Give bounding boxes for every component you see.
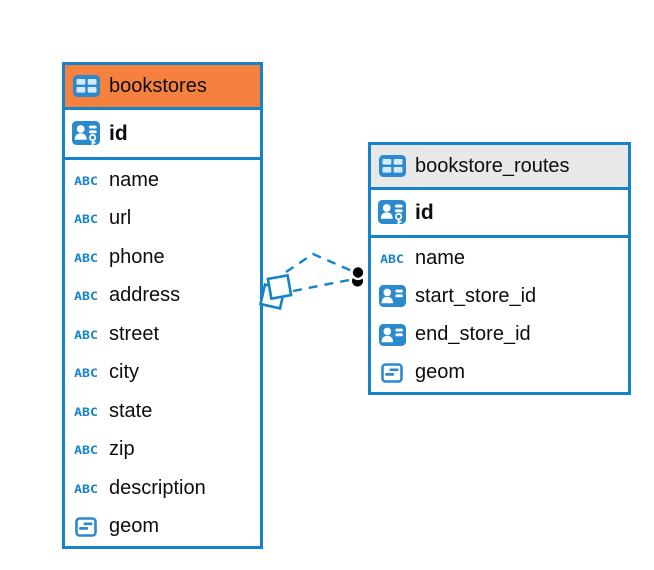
text-type-icon: ABC: [74, 288, 98, 303]
table-row[interactable]: start_store_id: [371, 277, 628, 315]
column-name: street: [109, 322, 160, 345]
table-row[interactable]: geom: [371, 354, 628, 392]
table-row[interactable]: ABC zip: [65, 431, 260, 470]
text-type-icon: ABC: [74, 481, 98, 496]
reference-type-icon: [378, 323, 406, 346]
primary-key-row[interactable]: id: [371, 190, 628, 238]
primary-key-name: id: [109, 121, 128, 145]
column-name: geom: [415, 361, 466, 384]
relationship-line-lower[interactable]: [292, 278, 350, 293]
primary-key-name: id: [415, 200, 434, 224]
table-row[interactable]: ABC street: [65, 315, 260, 354]
column-name: start_store_id: [415, 284, 537, 307]
text-type-icon: ABC: [74, 250, 98, 265]
table-row[interactable]: ABC description: [65, 469, 260, 508]
table-title: bookstore_routes: [415, 154, 570, 177]
text-type-icon: ABC: [380, 251, 404, 266]
table-row[interactable]: ABC state: [65, 392, 260, 431]
primary-key-row[interactable]: id: [65, 110, 260, 160]
column-name: url: [109, 207, 132, 230]
column-name: state: [109, 399, 153, 422]
table-row[interactable]: ABC name: [371, 239, 628, 277]
table-icon: [378, 155, 406, 177]
text-type-icon: ABC: [74, 442, 98, 457]
column-name: name: [109, 168, 160, 191]
table-bookstores[interactable]: bookstores id ABC name: [62, 62, 263, 549]
table-row[interactable]: ABC city: [65, 354, 260, 393]
table-row[interactable]: ABC url: [65, 200, 260, 239]
table-row[interactable]: ABC name: [65, 161, 260, 200]
relationship-source-anchor[interactable]: [258, 273, 293, 311]
text-type-icon: ABC: [74, 173, 98, 188]
text-type-icon: ABC: [74, 404, 98, 419]
text-type-icon: ABC: [74, 211, 98, 226]
primary-key-icon: [378, 199, 406, 226]
table-row[interactable]: ABC address: [65, 277, 260, 316]
primary-key-icon: [72, 120, 100, 147]
text-type-icon: ABC: [74, 327, 98, 342]
column-list: ABC name ABC url ABC phone ABC address A…: [65, 160, 260, 546]
text-type-icon: ABC: [74, 365, 98, 380]
column-name: city: [109, 361, 139, 384]
column-name: geom: [109, 515, 160, 538]
table-row[interactable]: end_store_id: [371, 316, 628, 354]
table-icon: [72, 75, 100, 97]
table-bookstore-routes-header[interactable]: bookstore_routes: [371, 145, 628, 190]
column-name: description: [109, 476, 206, 499]
geometry-type-icon: [378, 363, 406, 383]
relationship-target-anchor[interactable]: [350, 264, 366, 289]
column-list: ABC name start_store_id: [371, 238, 628, 392]
table-row[interactable]: geom: [65, 508, 260, 547]
reference-type-icon: [378, 285, 406, 308]
table-row[interactable]: ABC phone: [65, 238, 260, 277]
column-name: zip: [109, 438, 135, 461]
relationship-line-upper[interactable]: [285, 252, 353, 273]
column-name: address: [109, 284, 181, 307]
column-name: name: [415, 246, 466, 269]
table-bookstores-header[interactable]: bookstores: [65, 65, 260, 110]
table-bookstore-routes[interactable]: bookstore_routes id ABC name: [368, 142, 631, 395]
table-title: bookstores: [109, 74, 207, 97]
column-name: phone: [109, 245, 165, 268]
geometry-type-icon: [72, 516, 100, 537]
column-name: end_store_id: [415, 323, 531, 346]
